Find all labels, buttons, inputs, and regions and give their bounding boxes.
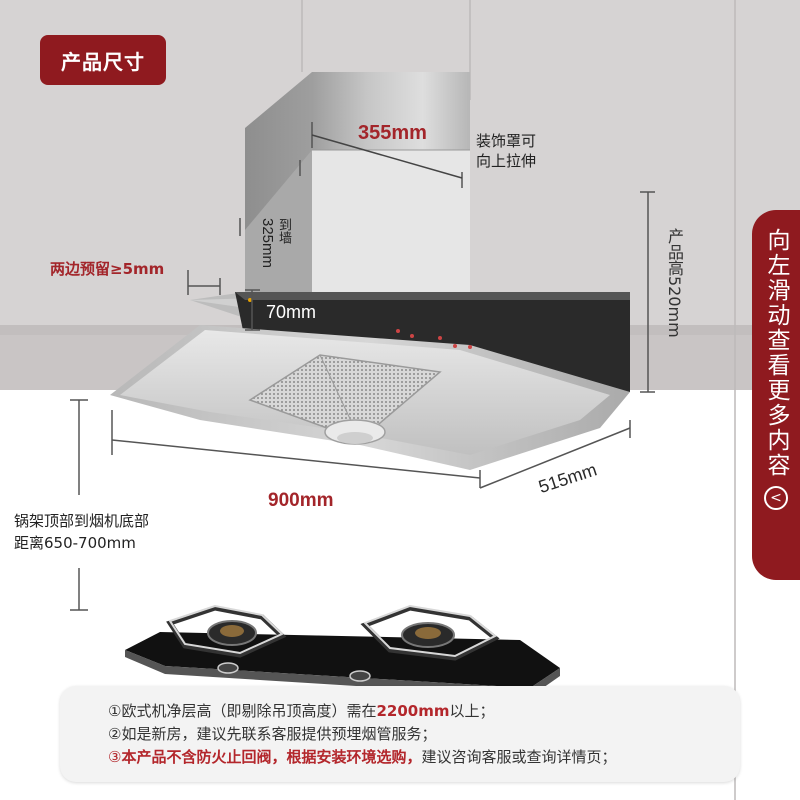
install-distance-line1: 锅架顶部到烟机底部 [14,512,150,530]
chimney-width-label: 355mm [358,122,427,144]
panel-height-label: 70mm [266,302,317,322]
chimney-note-line2: 向上拉伸 [476,152,537,170]
page-title: 产品尺寸 [40,35,166,85]
width-label: 900mm [268,490,334,511]
note-3: ③本产品不含防火止回阀，根据安装环境选购，建议咨询客服或查询详情页； [108,748,617,766]
product-height-label: 产品高520mm [665,228,684,338]
wall-distance-line2: 325mm [259,218,276,269]
side-clearance-label: 两边预留≥5mm [50,260,165,278]
chimney-cover [245,72,470,300]
note-2: ②如是新房，建议先联系客服提供预埋烟管服务； [108,725,437,743]
wall-distance-line1: 到墙 [276,218,291,244]
install-distance-line2: 距离650-700mm [14,534,136,552]
dimension-lines [70,122,655,611]
swipe-more-tab[interactable]: 向左滑动查看更多内容 < [752,210,800,580]
swipe-tab-label: 向左滑动查看更多内容 [763,228,789,478]
chevron-left-icon: < [764,486,788,510]
note-1: ①欧式机净层高（即剔除吊顶高度）需在2200mm以上； [108,702,495,720]
range-hood [110,292,630,470]
chimney-note-line1: 装饰罩可 [476,132,537,150]
gas-cooktop [125,604,560,697]
installation-notes: ①欧式机净层高（即剔除吊顶高度）需在2200mm以上； ②如是新房，建议先联系客… [60,686,740,782]
